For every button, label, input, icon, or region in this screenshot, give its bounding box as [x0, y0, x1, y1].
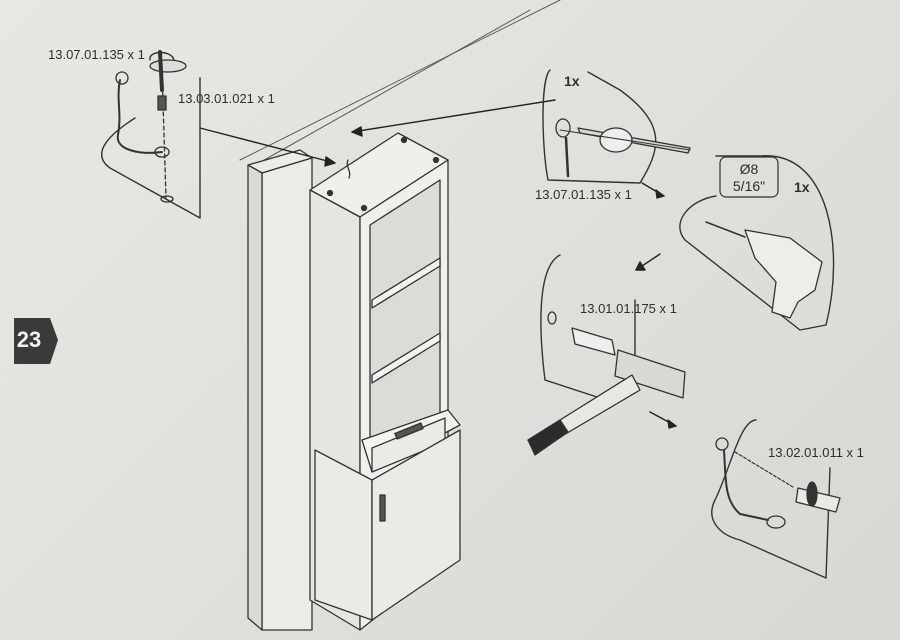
drill-quantity: 1x	[794, 179, 810, 195]
screw-icon	[734, 451, 841, 513]
step-number: 23	[16, 327, 42, 352]
wall-post	[247, 149, 313, 631]
step-badge	[14, 318, 58, 364]
cabinet	[309, 132, 461, 631]
pointer-arrows	[199, 99, 556, 167]
detail-bubble-wall-plug	[540, 254, 636, 399]
detail-bubble-drill	[679, 155, 835, 331]
pliers-icon	[559, 127, 691, 154]
step-arrows	[635, 182, 677, 429]
screwdriver-icon	[149, 50, 187, 92]
part-code-wall-screw: 13.02.01.011 x 1	[768, 445, 864, 460]
crimp-quantity: 1x	[564, 73, 580, 89]
hammer-icon	[527, 349, 686, 456]
wall-lines	[239, 0, 561, 169]
drill-bit-diameter: Ø8	[739, 161, 759, 177]
part-code-wall-plug: 13.01.01.175 x 1	[580, 301, 677, 316]
part-code-screw-top-left: 13.03.01.021 x 1	[178, 91, 275, 106]
part-code-cable-crimp: 13.07.01.135 x 1	[535, 187, 632, 202]
detail-bubble-bottom-right	[711, 419, 831, 579]
drill-bit-spec: Ø8 5/16"	[722, 161, 776, 195]
part-code-cable-top-left: 13.07.01.135 x 1	[48, 47, 145, 62]
drill-icon	[705, 221, 823, 319]
wall-plug-icon	[571, 327, 616, 356]
detail-bubble-crimp	[542, 69, 657, 184]
drill-bit-inches: 5/16"	[732, 178, 766, 194]
